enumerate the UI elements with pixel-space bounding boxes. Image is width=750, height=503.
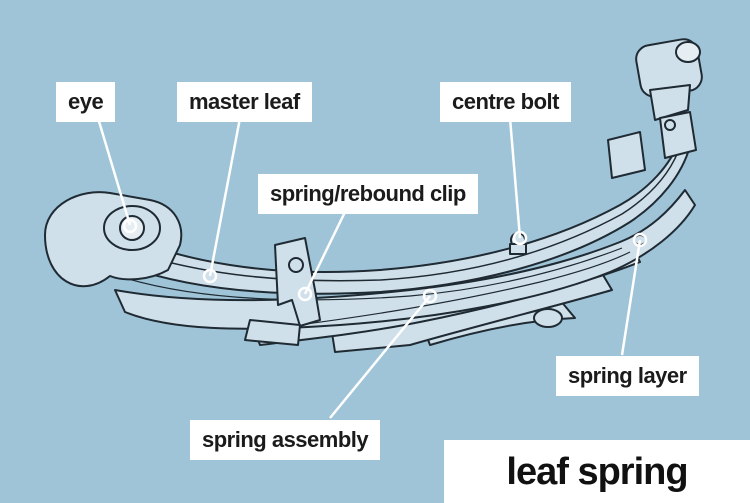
diagram-title: leaf spring: [444, 440, 750, 503]
spring-layer-leader: [620, 239, 642, 356]
right-clip-drawing: [607, 131, 646, 179]
master-leaf-label: master leaf: [177, 82, 312, 122]
leader-dots: [122, 218, 648, 304]
leaf-2: [114, 189, 696, 330]
rebound-clip-leader: [303, 211, 347, 295]
centre-bolt-label: centre bolt: [440, 82, 571, 122]
master-leaf-leader: [208, 117, 242, 277]
spring-assembly-drawing: [44, 38, 703, 353]
rebound-clip-label: spring/rebound clip: [258, 174, 478, 214]
centre-bolt-leader: [508, 117, 522, 239]
eye-leader: [96, 117, 132, 226]
spring-assembly-label: spring assembly: [190, 420, 381, 460]
spring-layer-label: spring layer: [556, 356, 699, 396]
rebound-clip-drawing: [274, 237, 321, 327]
spring-assembly-leader: [329, 295, 431, 419]
leader-lines: [96, 117, 642, 419]
eye-label: eye: [56, 82, 116, 122]
